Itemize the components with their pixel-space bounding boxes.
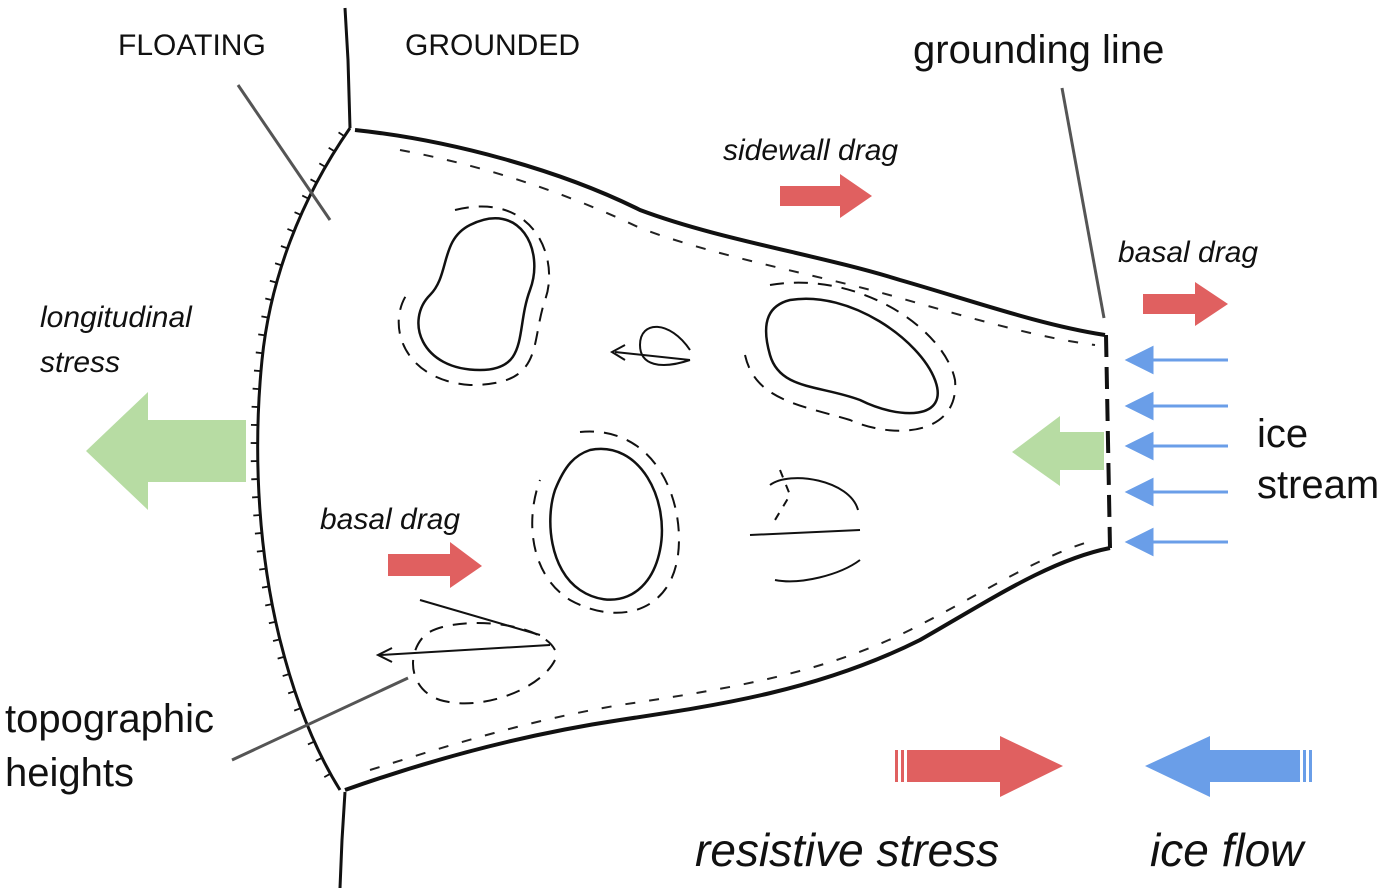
topographic-high-1 <box>397 205 551 387</box>
ice-front-tick <box>287 228 295 233</box>
basal-drag-arrow-center <box>388 542 482 588</box>
ice-front-tick <box>268 620 276 625</box>
ice-front-tick <box>265 297 273 301</box>
ice-front-tick <box>315 756 323 762</box>
label-ice: ice <box>1257 412 1308 456</box>
label-heights: heights <box>5 751 134 795</box>
shelf-top-edge <box>354 128 1106 337</box>
legend-resistive-stress-arrow <box>895 736 1063 797</box>
ice-front-tick <box>255 351 263 355</box>
ice-front-tick <box>294 211 302 216</box>
ice-front-tick <box>293 707 302 712</box>
longitudinal-stress-arrow <box>86 392 246 510</box>
topographic-high-3 <box>531 430 680 614</box>
ice-stream-arrow-3 <box>1124 431 1228 461</box>
flow-sketch-1 <box>609 325 691 366</box>
topographic-leader-line <box>231 676 409 762</box>
ice-front-tick <box>282 673 290 677</box>
ice-front-tick <box>272 638 281 642</box>
grounding-boundary-top <box>343 7 352 129</box>
label-basal-drag-center: basal drag <box>320 503 460 536</box>
label-stress: stress <box>40 346 120 379</box>
ice-front-tick <box>287 690 296 695</box>
grounding-line-dashed <box>1104 334 1112 549</box>
ice-front-tick <box>259 567 267 571</box>
ice-stream-arrows <box>1124 345 1228 557</box>
label-grounding-line: grounding line <box>913 28 1164 72</box>
ice-stream-arrow-1 <box>1124 345 1228 375</box>
floating-leader-line <box>236 84 332 221</box>
ice-front-tick <box>310 178 318 184</box>
sidewall-drag-arrow <box>780 174 872 218</box>
ice-front-tick <box>256 549 264 553</box>
label-floating: FLOATING <box>118 29 266 62</box>
ice-front-tick <box>318 162 326 168</box>
ice-front-tick <box>280 245 288 250</box>
ice-front-tick <box>307 740 315 746</box>
ice-front-tick <box>274 262 283 267</box>
ice-front-ticks <box>250 131 345 778</box>
ice-stream-arrow-5 <box>1124 527 1228 557</box>
label-basal-drag-right: basal drag <box>1118 236 1258 269</box>
ice-stream-arrow-2 <box>1124 391 1228 421</box>
label-longitudinal: longitudinal <box>40 301 193 334</box>
basal-drag-arrow-right <box>1143 282 1228 326</box>
legend-ice-flow-label: ice flow <box>1150 824 1306 876</box>
ice-front-tick <box>301 194 309 200</box>
ice-front-tick <box>328 146 336 153</box>
ice-front <box>256 127 352 791</box>
ice-front-tick <box>269 279 277 284</box>
legend-ice-flow-arrow <box>1145 736 1312 797</box>
ice-front-tick <box>277 655 285 660</box>
ice-front-tick <box>323 772 331 778</box>
shelf-bottom-edge <box>344 546 1111 792</box>
ice-front-tick <box>261 585 270 589</box>
label-topographic: topographic <box>5 697 214 741</box>
ice-front-tick <box>265 603 273 607</box>
ice-front-tick <box>253 514 261 517</box>
label-grounded: GROUNDED <box>405 29 580 62</box>
grounding-push-arrow <box>1012 416 1104 486</box>
grounding-line-leader <box>1060 87 1106 319</box>
topographic-high-2 <box>744 281 957 432</box>
flow-sketch-2 <box>749 469 861 583</box>
ice-front-tick <box>253 369 262 373</box>
legend-resistive-stress-label: resistive stress <box>695 824 999 876</box>
label-stream: stream <box>1257 463 1379 507</box>
ice-front-tick <box>254 532 262 535</box>
label-sidewall-drag: sidewall drag <box>723 134 898 167</box>
flow-sketch-3 <box>375 599 556 705</box>
ice-stream-arrow-4 <box>1124 477 1228 507</box>
ice-front-tick <box>338 131 345 138</box>
flow-dashes-bottom <box>369 539 1096 771</box>
ice-front-tick <box>258 333 266 337</box>
flow-dashes-top <box>399 149 1096 346</box>
grounding-boundary-bottom <box>338 791 347 889</box>
ice-front-tick <box>261 315 269 319</box>
